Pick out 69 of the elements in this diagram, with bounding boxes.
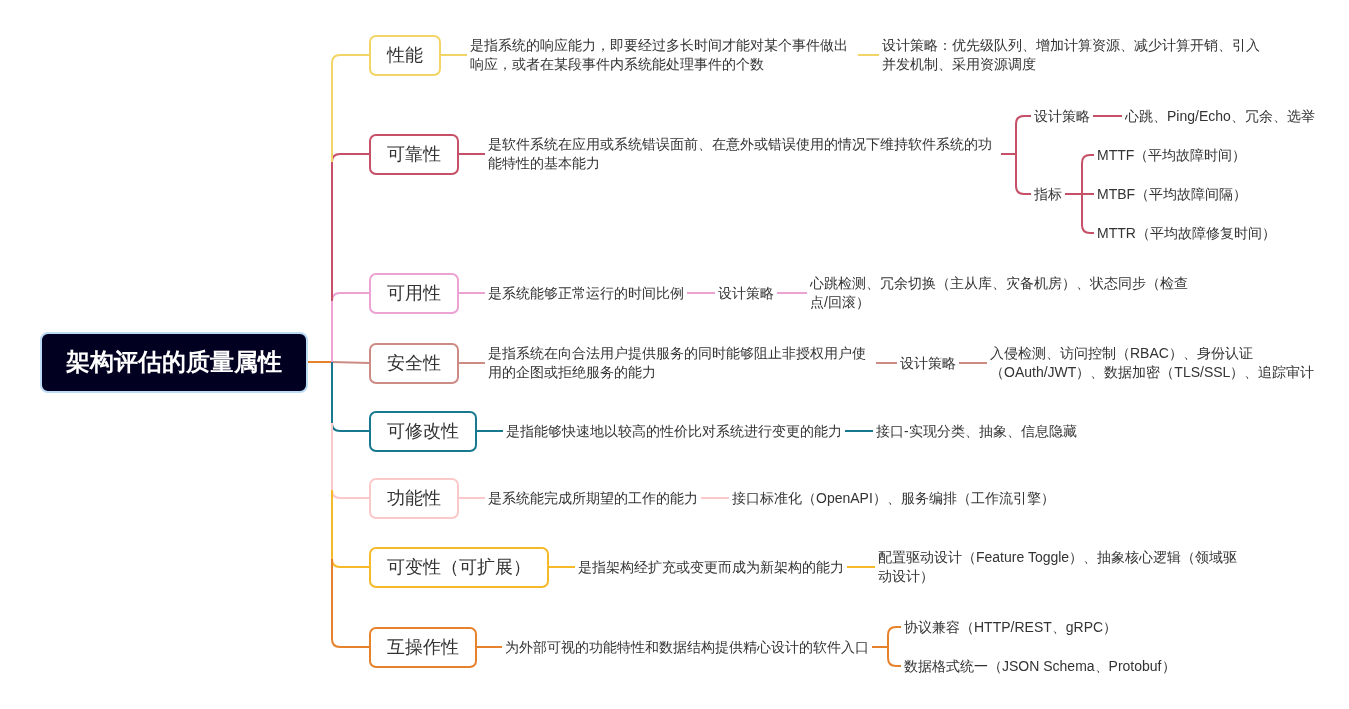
branch-line — [700, 497, 730, 499]
subtopic-text: 是指系统在向合法用户提供服务的同时能够阻止非授权用户使用的企图或拒绝服务的能力 — [485, 344, 876, 382]
subtopic-text: 入侵检测、访问控制（RBAC）、身份认证（OAuth/JWT）、数据加密（TLS/SSL）、追踪审计 — [987, 344, 1328, 382]
branch-line — [1064, 193, 1083, 195]
branch-line — [331, 300, 333, 363]
subtopic-text: 是软件系统在应用或系统错误面前、在意外或错误使用的情况下维持软件系统的功能特性的基本能力 — [485, 135, 1001, 173]
branch-line — [476, 646, 503, 648]
branch-line — [887, 646, 902, 667]
subtopic-text: MTBF（平均故障间隔） — [1094, 184, 1251, 204]
branch-line — [458, 292, 486, 294]
subtopic-text: 设计策略 — [1031, 106, 1093, 126]
subtopic-text: 是指能够快速地以较高的性价比对系统进行变更的能力 — [503, 421, 845, 441]
branch-line — [1081, 154, 1095, 195]
branch-line — [331, 422, 333, 491]
topic-box: 可用性 — [369, 272, 459, 314]
branch-line — [440, 54, 468, 56]
branch-line — [887, 626, 902, 648]
branch-line — [1092, 115, 1123, 117]
topic-box: 可靠性 — [369, 133, 459, 175]
subtopic-text: 协议兼容（HTTP/REST、gRPC） — [901, 617, 1121, 637]
branch-line — [476, 430, 504, 432]
subtopic-text: MTTR（平均故障修复时间） — [1094, 223, 1279, 243]
subtopic-text: 指标 — [1031, 184, 1065, 204]
subtopic-text: 配置驱动设计（Feature Toggle）、抽象核心逻辑（领域驱动设计） — [875, 548, 1249, 586]
subtopic-text: MTTF（平均故障时间） — [1094, 145, 1250, 165]
branch-line — [307, 361, 333, 363]
branch-line — [331, 558, 370, 648]
topic-box: 可修改性 — [369, 410, 477, 452]
subtopic-text: 是系统能够正常运行的时间比例 — [485, 283, 687, 303]
branch-line — [331, 54, 370, 163]
topic-box: 安全性 — [369, 342, 459, 384]
branch-line — [857, 54, 880, 56]
branch-line — [331, 361, 333, 424]
subtopic-text: 设计策略：优先级队列、增加计算资源、减少计算开销、引入并发机制、采用资源调度 — [879, 36, 1270, 74]
branch-line — [686, 292, 716, 294]
branch-line — [846, 566, 876, 568]
subtopic-text: 接口标准化（OpenAPI）、服务编排（工作流引擎） — [729, 488, 1058, 508]
branch-line — [1081, 193, 1095, 195]
branch-line — [1015, 153, 1032, 195]
central-topic-box: 架构评估的质量属性 — [40, 331, 308, 393]
topic-box: 可变性（可扩展） — [369, 546, 549, 588]
branch-line — [331, 161, 333, 302]
branch-line — [776, 292, 808, 294]
subtopic-text: 数据格式统一（JSON Schema、Protobuf） — [901, 656, 1179, 676]
topic-box: 性能 — [369, 34, 441, 76]
topic-box: 功能性 — [369, 477, 459, 519]
branch-line — [1000, 153, 1017, 155]
branch-line — [458, 497, 486, 499]
subtopic-text: 心跳、Ping/Echo、冗余、选举 — [1122, 106, 1318, 126]
branch-line — [331, 489, 333, 560]
branch-line — [1015, 115, 1032, 155]
subtopic-text: 为外部可视的功能特性和数据结构提供精心设计的软件入口 — [502, 637, 872, 657]
subtopic-text: 是指系统的响应能力，即要经过多长时间才能对某个事件做出响应，或者在某段事件内系统能处理事件的个数 — [467, 36, 858, 74]
subtopic-text: 心跳检测、冗余切换（主从库、灾备机房）、状态同步（检查点/回滚） — [807, 274, 1198, 312]
branch-line — [458, 153, 486, 155]
branch-line — [844, 430, 874, 432]
branch-line — [458, 362, 486, 364]
branch-line — [548, 566, 576, 568]
subtopic-text: 设计策略 — [715, 283, 777, 303]
subtopic-text: 是指架构经扩充或变更而成为新架构的能力 — [575, 557, 847, 577]
branch-line — [958, 362, 988, 364]
branch-line — [1081, 193, 1095, 234]
branch-line — [331, 361, 370, 364]
subtopic-text: 接口-实现分类、抽象、信息隐藏 — [873, 421, 1080, 441]
subtopic-text: 设计策略 — [897, 353, 959, 373]
branch-line — [871, 646, 889, 648]
topic-box: 互操作性 — [369, 626, 477, 668]
branch-line — [875, 362, 898, 364]
subtopic-text: 是系统能完成所期望的工作的能力 — [485, 488, 701, 508]
